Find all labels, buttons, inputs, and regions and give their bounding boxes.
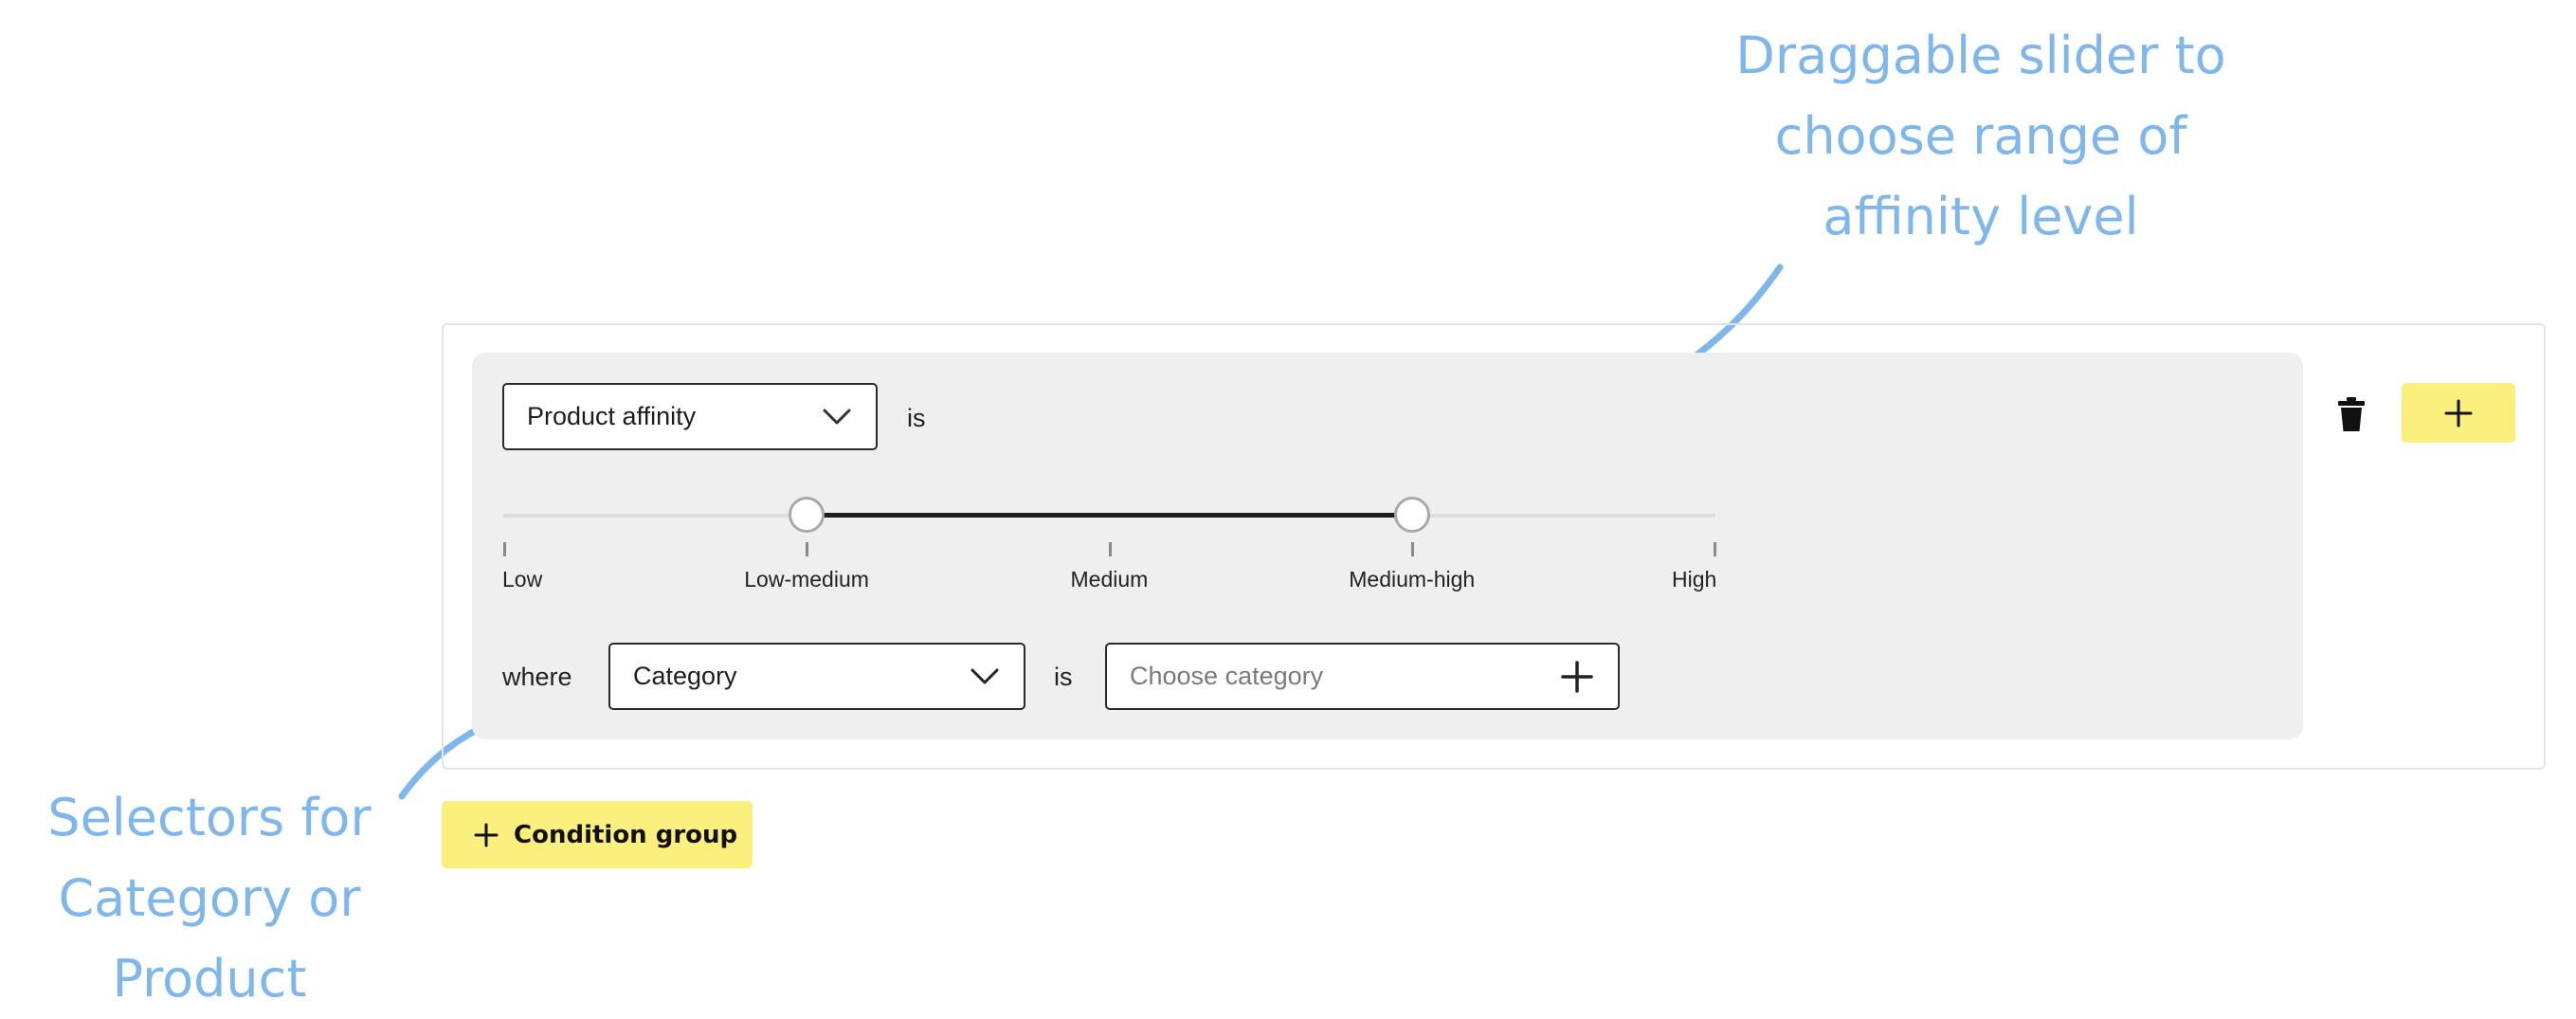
annotation-line: Draggable slider to xyxy=(1735,26,2226,85)
slider-tick xyxy=(503,542,506,556)
annotation-line: choose range of xyxy=(1774,106,2187,166)
condition-group-panel xyxy=(442,323,2546,770)
slider-tick-label: Low-medium xyxy=(744,567,869,591)
slider-min-handle[interactable] xyxy=(789,497,825,533)
annotation-line: Category or xyxy=(58,868,361,928)
slider-tick xyxy=(806,542,809,556)
choose-category-placeholder: Choose category xyxy=(1130,662,1324,690)
add-condition-button[interactable] xyxy=(2402,383,2515,443)
condition-group-label: Condition group xyxy=(514,820,738,849)
plus-icon xyxy=(2444,399,2473,427)
slider-tick-label: Medium-high xyxy=(1349,567,1476,591)
slider-tick xyxy=(1714,542,1716,556)
operator-label: is xyxy=(907,404,926,432)
attribute-select-value: Product affinity xyxy=(527,402,697,430)
where-label: where xyxy=(502,663,572,691)
operator-label: is xyxy=(1054,663,1073,691)
choose-category-input[interactable]: Choose category xyxy=(1105,643,1620,710)
annotation-slider-note: Draggable slider to choose range of affi… xyxy=(1649,15,2313,257)
slider-tick xyxy=(1108,542,1112,556)
trash-icon[interactable] xyxy=(2337,397,2366,431)
slider-tick-label: Low xyxy=(502,567,543,591)
annotation-line: Selectors for xyxy=(47,788,372,847)
slider-max-handle[interactable] xyxy=(1393,497,1430,533)
chevron-down-icon xyxy=(971,668,999,683)
slider-selected-range xyxy=(807,513,1412,518)
plus-icon xyxy=(474,823,499,846)
annotation-line: affinity level xyxy=(1823,187,2139,246)
affinity-range-slider[interactable]: Low Low-medium Medium Medium-high High xyxy=(502,483,1717,597)
slider-tick-label: High xyxy=(1672,567,1717,591)
annotation-selectors-note: Selectors for Category or Product xyxy=(0,777,419,1019)
plus-icon[interactable] xyxy=(1561,660,1593,693)
chevron-down-icon xyxy=(823,409,851,424)
attribute-select[interactable]: Product affinity xyxy=(502,383,878,450)
slider-tick xyxy=(1410,542,1414,556)
add-condition-group-button[interactable]: Condition group xyxy=(442,801,753,868)
category-product-select[interactable]: Category xyxy=(608,643,1025,710)
where-select-value: Category xyxy=(633,662,737,690)
slider-tick-label: Medium xyxy=(1070,567,1149,591)
annotation-line: Product xyxy=(112,949,307,1009)
